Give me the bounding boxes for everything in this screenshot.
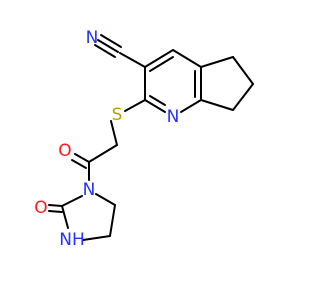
ring-bond-c3-c4 [144, 49, 174, 68]
cyclopentane-bond-2 [232, 56, 254, 85]
urea-double-bond-b [48, 210, 63, 213]
imidazolidinone-nitrogen-label: N [83, 180, 96, 200]
ring-bond-c7a-n [180, 99, 202, 113]
cyclopentane-bond-3 [232, 83, 254, 111]
pyridine-nitrogen-label: N [167, 107, 180, 127]
c2-to-s-bond [124, 99, 146, 112]
ring-bond-c4-c4a [172, 49, 202, 68]
ring-bond-n-c2 [144, 99, 166, 113]
nitrile-triple-bond-c [100, 34, 122, 48]
imid-bond-c5-n [95, 193, 116, 206]
nitrile-to-ring-bond [119, 52, 146, 68]
imid-bond-n-c2 [61, 195, 83, 207]
ring-bond-c3-c4-inner [149, 56, 174, 72]
nitrile-triple-bond-b [94, 44, 116, 58]
cyclopentane-bond-1 [200, 56, 234, 68]
sulfur-label: S [112, 105, 123, 125]
s-to-ch2-bond [110, 120, 118, 146]
atom-labels: N N S O N O NH [34, 28, 179, 250]
ch2-to-carbonyl-bond [88, 144, 118, 163]
imidazolidinone-nh-label: NH [59, 230, 85, 250]
imid-bond-c4-c5 [109, 204, 116, 237]
bonds [48, 34, 254, 241]
urea-double-bond-a [48, 204, 63, 207]
nitrile-triple-bond-a [97, 39, 119, 53]
nitrile-nitrogen-label: N [86, 28, 99, 48]
imid-bond-c2-nh [61, 205, 69, 229]
cyclopentane-bond-4 [200, 99, 234, 111]
structure-diagram: N N S O N O NH [34, 28, 254, 250]
urea-oxygen-label: O [34, 198, 47, 218]
ketone-double-bond-b [71, 159, 87, 169]
ketone-oxygen-label: O [58, 141, 71, 161]
ketone-double-bond-a [74, 153, 90, 163]
imid-bond-nh-c4 [82, 235, 111, 241]
ring-bond-n-c2-inner [149, 95, 166, 106]
